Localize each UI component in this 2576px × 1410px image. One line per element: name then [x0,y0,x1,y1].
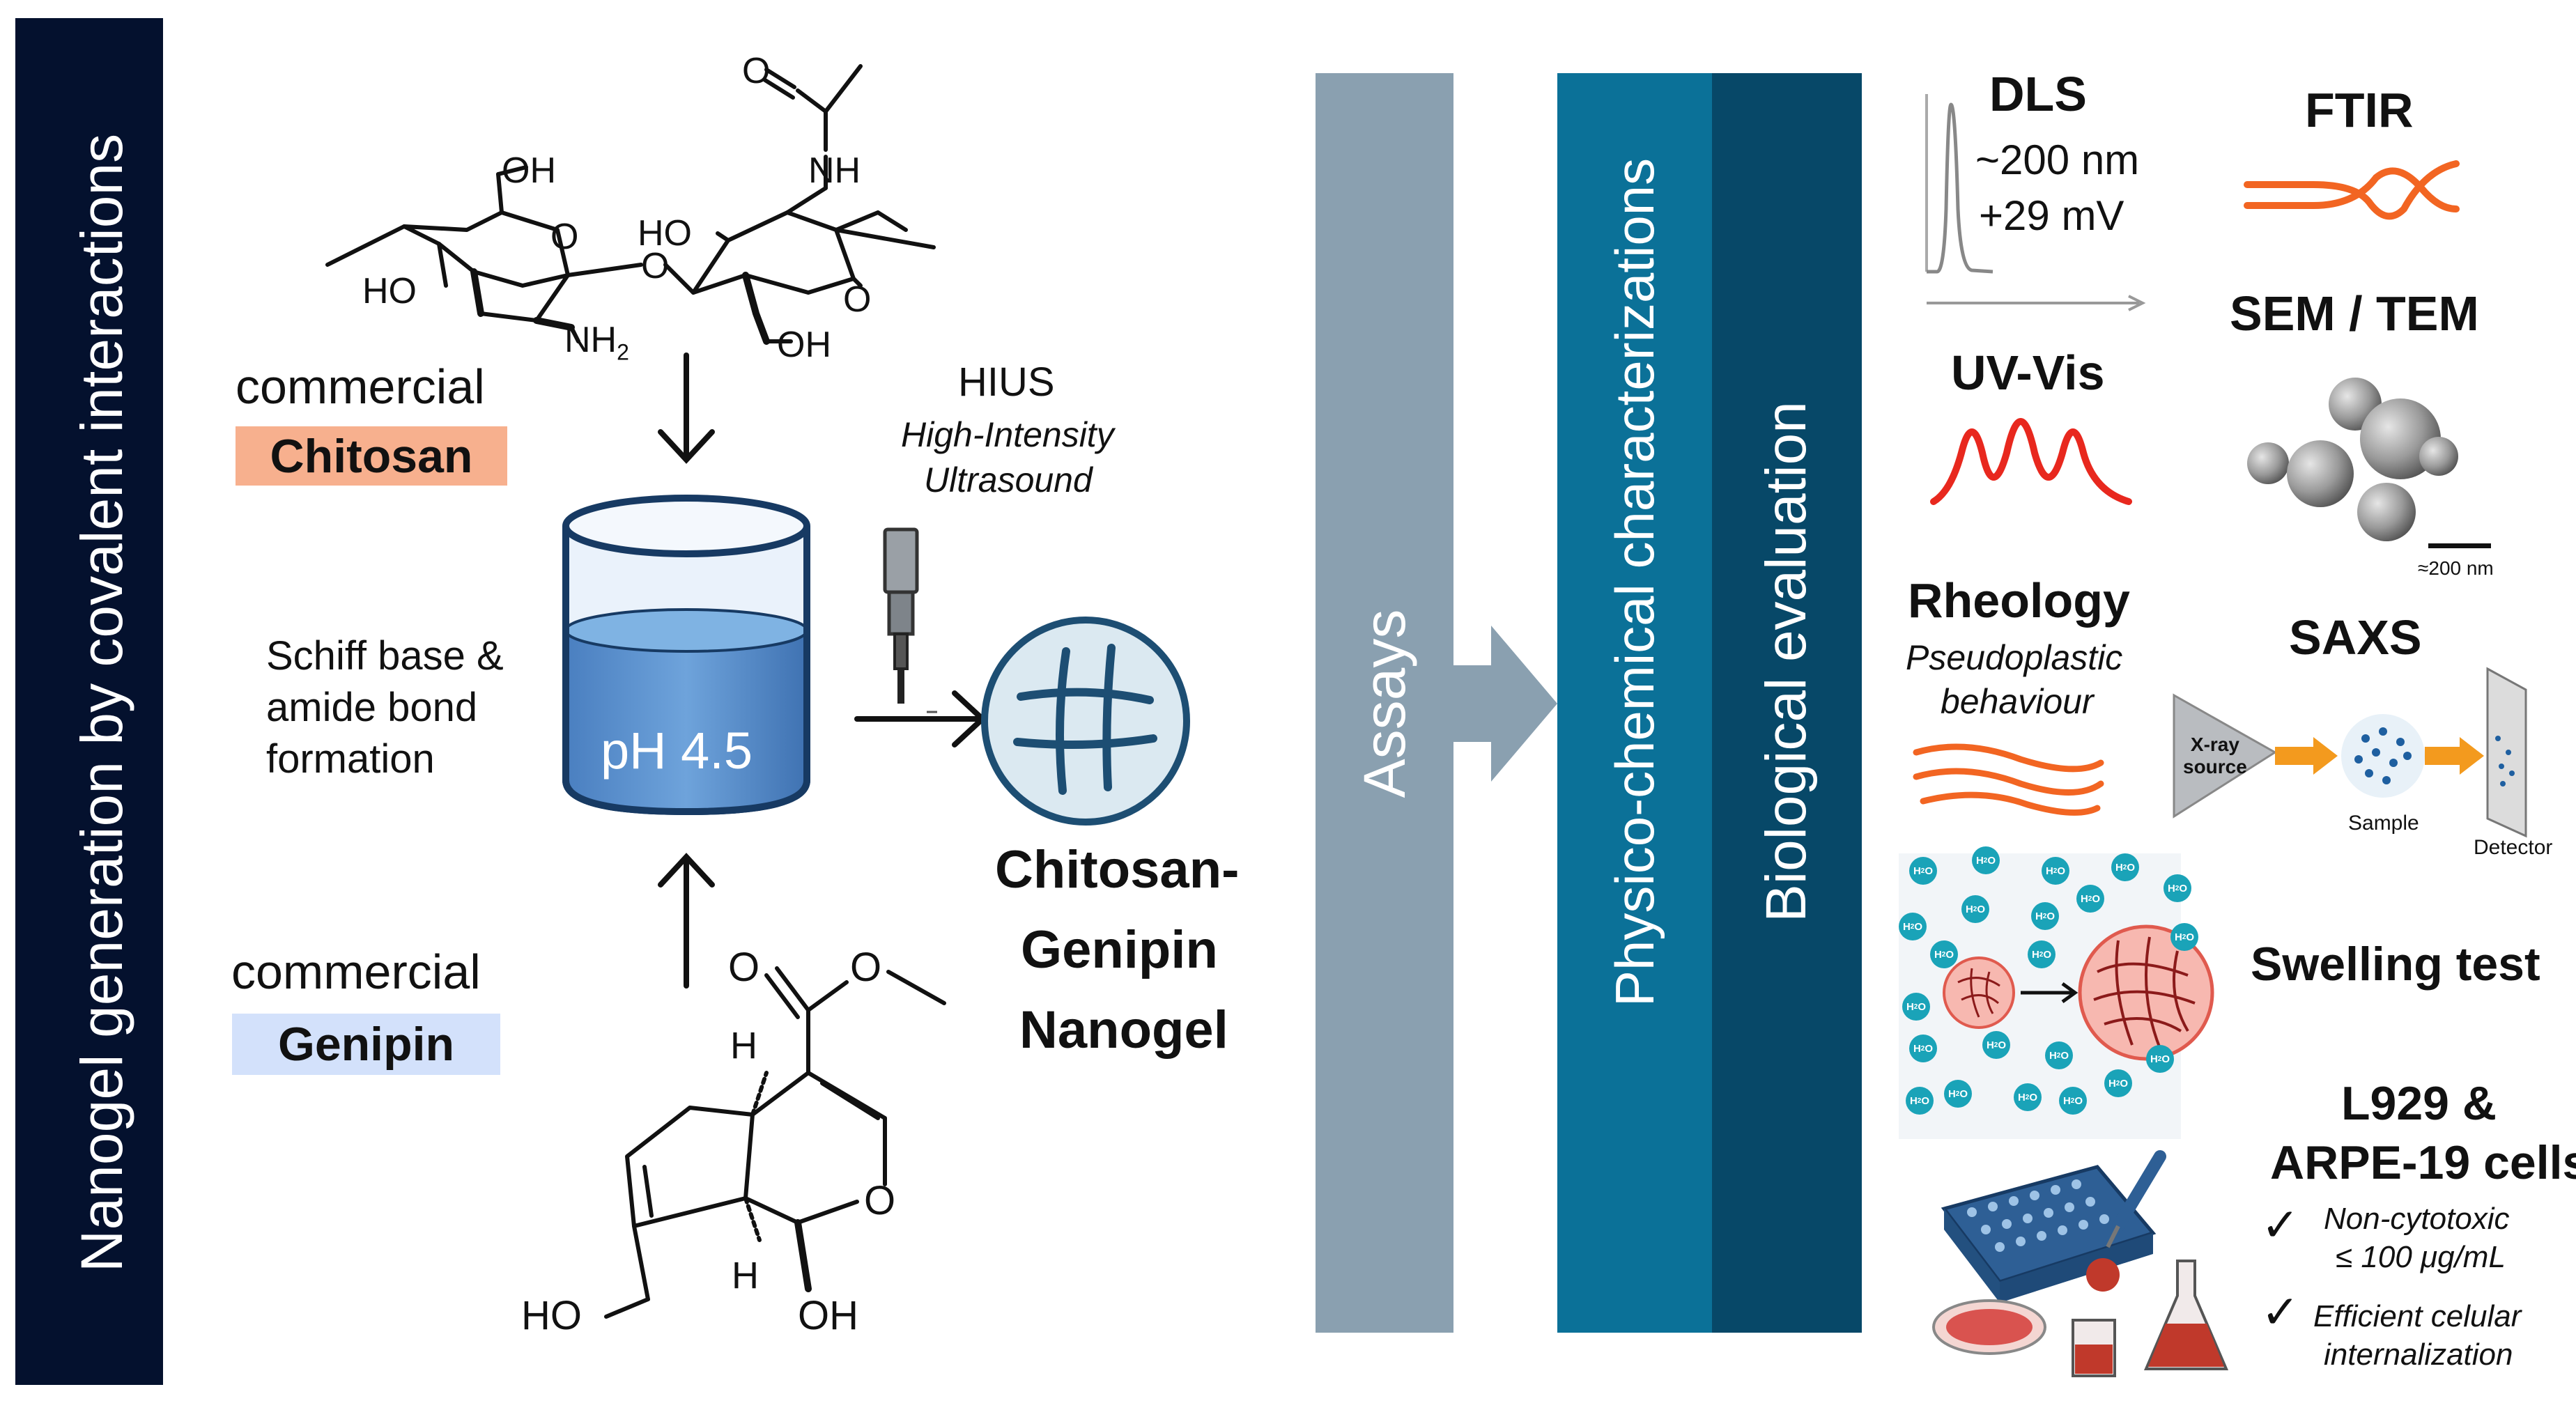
chitosan-ho1: HO [362,271,417,311]
physico-column [1557,73,1712,1333]
cells-check2b: internalization [2324,1338,2513,1372]
beaker-ph-label: pH 4.5 [601,722,753,780]
check-icon-1: ✓ [2261,1199,2300,1250]
cells-line1: L929 & [2341,1077,2497,1130]
chitosan-o-ring2: O [843,279,872,320]
saxs-detector-label: Detector [2474,836,2553,859]
genipin-oh: OH [798,1293,858,1338]
reaction-line3: formation [266,736,435,782]
chitosan-oh2: OH [777,325,831,365]
hius-sub2: Ultrasound [924,460,1093,499]
sem-title: SEM / TEM [2230,286,2479,341]
chitosan-oh1: OH [502,150,556,191]
sem-scale-label: ≈200 nm [2418,557,2494,579]
check-icon-2: ✓ [2261,1286,2300,1338]
reaction-line2: amide bond [266,685,478,730]
ftir-title: FTIR [2305,83,2414,137]
chitosan-nh: NH [808,150,861,191]
chitosan-ho2: HO [638,213,692,254]
assays-column [1316,73,1453,1333]
saxs-title: SAXS [2289,610,2422,665]
genipin-o-ester: O [850,945,882,990]
hius-sub1: High-Intensity [901,415,1114,454]
chitosan-nh2: NH2 [564,320,629,365]
uvvis-title: UV-Vis [1951,346,2105,400]
genipin-h-bottom: H [732,1255,759,1296]
genipin-o-carbonyl: O [728,945,760,990]
cells-check1b: ≤ 100 μg/mL [2336,1240,2506,1274]
reaction-line1: Schiff base & [266,633,504,679]
product-line2: Genipin [1021,920,1218,979]
genipin-ho: HO [521,1293,582,1338]
genipin-commercial-label: commercial [231,945,481,999]
cells-check1a: Non-cytotoxic [2324,1202,2510,1236]
rheology-sub1: Pseudoplastic [1906,638,2123,677]
cells-line2: ARPE-19 cells [2270,1136,2576,1189]
genipin-o-ring: O [864,1178,896,1223]
product-line3: Nanogel [1019,1000,1228,1060]
dls-size: ~200 nm [1975,137,2140,183]
left-banner [15,18,163,1385]
chitosan-commercial-label: commercial [236,359,485,414]
dls-title: DLS [1989,67,2087,121]
genipin-h-top: H [730,1025,757,1067]
chitosan-o-ring1: O [550,217,579,257]
genipin-tag: Genipin [232,1014,500,1075]
hius-title: HIUS [958,359,1055,405]
swelling-title: Swelling test [2251,938,2540,991]
biological-column [1712,73,1862,1333]
chitosan-tag: Chitosan [236,426,507,486]
cells-check2a: Efficient celular [2313,1299,2522,1333]
rheology-sub2: behaviour [1941,682,2094,721]
chitosan-o-carbonyl: O [742,51,771,91]
product-line1: Chitosan- [995,840,1240,899]
dls-zeta: +29 mV [1979,192,2124,239]
rheology-title: Rheology [1908,573,2130,628]
chitosan-o-link: O [641,246,670,286]
saxs-sample-label: Sample [2348,812,2419,835]
